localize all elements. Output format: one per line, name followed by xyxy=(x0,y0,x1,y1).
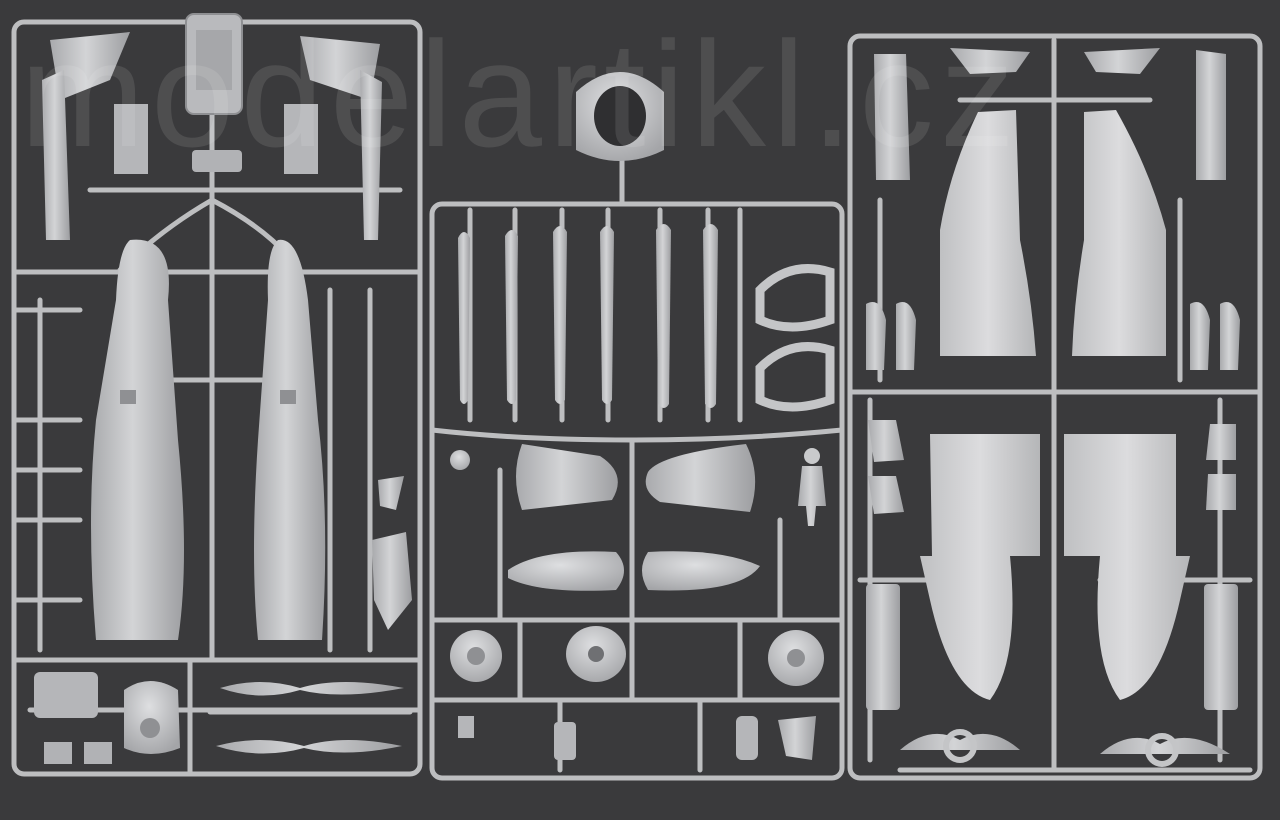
instrument-part xyxy=(284,104,318,174)
left-sprue-parts xyxy=(34,13,412,764)
gear-door-part xyxy=(1190,302,1210,370)
gear-door-part xyxy=(1220,302,1240,370)
canopy-part xyxy=(372,532,412,630)
flap-part xyxy=(1206,424,1236,460)
fairing-part xyxy=(645,444,756,512)
cowl-hole xyxy=(140,718,160,738)
small-part xyxy=(450,450,470,470)
seat-part xyxy=(554,722,576,760)
ring-part xyxy=(943,729,977,763)
prop-blade-part xyxy=(553,226,567,404)
pilot-figure-head xyxy=(804,448,820,464)
drop-tank-part xyxy=(508,551,624,591)
propeller-part xyxy=(220,682,404,696)
strut-part xyxy=(360,70,382,240)
tailfin-part xyxy=(50,32,130,100)
small-part xyxy=(84,742,112,764)
wing-lower-part xyxy=(920,434,1040,700)
wing-lower-part xyxy=(1064,434,1190,700)
cowl-flap-part xyxy=(900,733,1020,750)
small-part xyxy=(378,476,404,510)
cowl-ring-part xyxy=(755,342,835,412)
small-part xyxy=(736,716,758,760)
cowl-part xyxy=(124,681,180,754)
gearbox-part xyxy=(34,672,98,718)
wing-upper-part xyxy=(1072,110,1166,356)
prop-blade-part xyxy=(656,224,671,408)
prop-blade-part xyxy=(600,226,614,404)
prop-blade-part xyxy=(458,232,470,404)
center-sprue-frame xyxy=(429,201,845,781)
strut-part xyxy=(42,70,70,240)
slat-part xyxy=(1204,584,1238,710)
slat-part xyxy=(866,584,900,710)
prop-blade-part xyxy=(505,230,518,404)
fairing-part xyxy=(516,444,618,510)
fuselage-half-part xyxy=(91,239,184,640)
engine-hub xyxy=(467,647,485,665)
flap-part xyxy=(868,476,904,514)
small-part xyxy=(44,742,72,764)
gear-door-part xyxy=(896,302,916,370)
engine-hole xyxy=(588,646,604,662)
prop-blade-part xyxy=(703,224,718,408)
wing-upper-part xyxy=(940,110,1036,356)
flap-part xyxy=(1206,474,1236,510)
ring-part xyxy=(1145,733,1179,767)
aileron-part xyxy=(874,54,910,180)
drop-tank-part xyxy=(642,551,760,591)
center-sprue-parts xyxy=(450,72,835,760)
cowl-ring-part xyxy=(755,264,835,332)
small-part xyxy=(778,716,816,760)
fuselage-half-part xyxy=(254,239,326,640)
flap-part xyxy=(868,420,904,462)
stabilizer-part xyxy=(950,48,1030,74)
aileron-part xyxy=(1196,50,1226,180)
cowl-flap-part xyxy=(1100,737,1230,754)
cockpit-floor-part xyxy=(196,30,232,90)
cowl-opening xyxy=(594,86,646,146)
gear-door-part xyxy=(866,302,886,370)
pilot-figure-part xyxy=(798,466,826,526)
stabilizer-part xyxy=(1084,48,1160,74)
engine-hub xyxy=(787,649,805,667)
right-sprue-frame xyxy=(847,33,1263,781)
propeller-part xyxy=(216,740,402,754)
tailfin-part xyxy=(300,36,380,100)
instrument-part xyxy=(114,104,148,174)
small-part xyxy=(458,716,474,738)
bulkhead-part xyxy=(192,150,242,172)
right-sprue-parts xyxy=(866,48,1240,767)
